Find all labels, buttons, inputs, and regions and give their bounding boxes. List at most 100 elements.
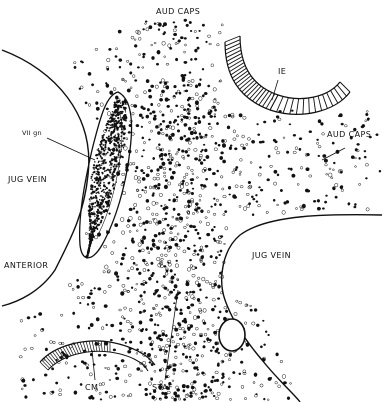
cell-mark <box>300 208 303 211</box>
ganglion-cell-mark <box>121 117 123 119</box>
cell-mark <box>117 367 120 370</box>
cell-mark <box>184 205 187 208</box>
cell-mark <box>212 346 214 348</box>
ganglion-cell-mark <box>113 168 116 171</box>
cell-mark <box>232 195 235 199</box>
ganglion-cell-mark <box>90 225 92 227</box>
cell-mark <box>168 161 172 164</box>
cell-mark <box>107 368 110 370</box>
ganglion-cell-mark <box>116 120 118 122</box>
cell-mark <box>134 44 137 47</box>
cell-mark <box>159 193 163 196</box>
ganglion-cell-mark <box>90 233 91 234</box>
cell-mark <box>86 367 89 369</box>
cell-mark <box>211 64 214 67</box>
cell-mark <box>60 314 63 316</box>
ganglion-cell-mark <box>118 151 121 154</box>
ganglion-cell-mark <box>103 191 105 193</box>
cell-mark <box>305 189 308 192</box>
cell-mark <box>169 247 171 249</box>
cell-mark <box>191 383 194 386</box>
ganglion-cell-mark <box>95 177 96 178</box>
cell-mark <box>128 131 131 133</box>
cell-mark <box>115 373 117 375</box>
cell-mark <box>21 388 23 390</box>
ganglion-cell-mark <box>102 144 104 146</box>
cell-mark <box>122 181 124 183</box>
cell-mark <box>143 150 145 151</box>
cell-mark <box>162 162 165 166</box>
cell-mark <box>183 250 186 253</box>
ganglion-cell-mark <box>95 179 97 181</box>
ganglion-cell-mark <box>96 220 98 222</box>
cell-mark <box>115 365 118 367</box>
ganglion-cell-mark <box>94 220 96 222</box>
cell-mark <box>173 198 176 202</box>
ganglion-cell-mark <box>115 140 117 142</box>
cell-mark <box>122 173 125 175</box>
cell-mark <box>108 48 111 50</box>
cell-mark <box>200 162 203 165</box>
cell-mark <box>126 320 129 323</box>
ganglion-cell-mark <box>104 144 106 146</box>
cell-mark <box>335 196 338 198</box>
cell-mark <box>160 338 163 341</box>
cell-mark <box>309 131 312 133</box>
cell-mark <box>161 90 164 93</box>
ganglion-cell-mark <box>115 165 117 167</box>
cell-mark <box>192 291 195 293</box>
cell-mark <box>313 200 316 202</box>
cell-mark <box>175 105 177 107</box>
ganglion-cell-mark <box>105 175 107 177</box>
cell-mark <box>197 369 199 370</box>
ganglion-cell-mark <box>118 154 120 156</box>
cell-mark <box>77 285 80 288</box>
ganglion-cell-mark <box>95 196 97 198</box>
ganglion-cell-mark <box>88 210 90 212</box>
ganglion-cell-mark <box>120 106 122 108</box>
cell-mark <box>129 341 132 343</box>
cell-mark <box>207 210 209 212</box>
ganglion-cell-mark <box>104 146 106 148</box>
cell-mark <box>332 169 334 171</box>
cell-mark <box>175 356 178 359</box>
cell-mark <box>215 371 218 374</box>
cell-mark <box>184 51 186 53</box>
cell-mark <box>184 135 186 137</box>
ganglion-cell-mark <box>91 176 93 178</box>
cell-mark <box>191 182 193 184</box>
cell-mark <box>236 300 238 302</box>
cell-mark <box>127 277 130 279</box>
cell-mark <box>173 121 175 123</box>
cell-mark <box>159 98 162 101</box>
cell-mark <box>124 318 126 319</box>
cell-mark <box>90 290 92 292</box>
ganglion-cell-mark <box>114 164 116 166</box>
ganglion-cell-mark <box>123 127 126 130</box>
ganglion-cell-mark <box>112 126 114 128</box>
ganglion-cell-mark <box>92 191 93 192</box>
ganglion-cell-mark <box>94 161 96 163</box>
cell-mark <box>199 133 201 135</box>
cell-mark <box>361 126 364 128</box>
ganglion-cell-mark <box>106 137 108 139</box>
cell-mark <box>43 392 46 394</box>
ganglion-cell-mark <box>125 109 126 110</box>
ganglion-cell-mark <box>89 229 90 230</box>
cell-mark <box>125 380 127 383</box>
cell-mark <box>171 126 174 130</box>
ganglion-cell-mark <box>93 171 95 173</box>
cell-mark <box>113 241 115 244</box>
cell-mark <box>159 349 162 352</box>
cell-mark <box>179 338 182 340</box>
cell-mark <box>168 294 170 296</box>
cell-mark <box>213 261 216 264</box>
label-aud-caps-top: AUD CAPS <box>156 8 200 16</box>
cell-mark <box>156 177 160 180</box>
cell-mark <box>34 316 36 318</box>
cell-mark <box>115 48 118 50</box>
cell-mark <box>190 304 194 307</box>
cell-mark <box>329 168 331 170</box>
cell-mark <box>275 381 278 384</box>
cell-mark <box>189 395 192 398</box>
